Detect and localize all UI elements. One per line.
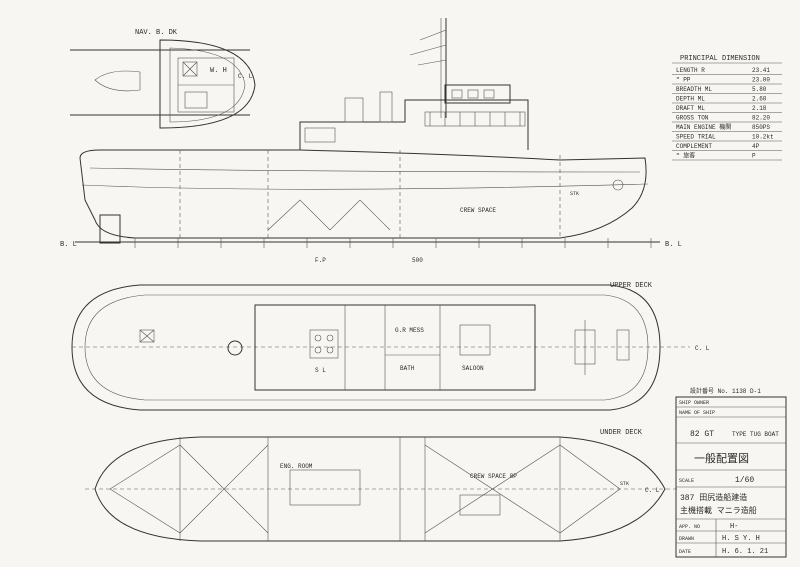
date-label: DATE bbox=[679, 549, 691, 555]
principal-row-label: BREADTH ML bbox=[676, 86, 712, 93]
approved-label: APP. NO bbox=[679, 524, 700, 530]
principal-heading: PRINCIPAL DIMENSION bbox=[680, 55, 760, 63]
profile-elevation: B. L B. L CREW SPACE STK F.P 500 bbox=[60, 18, 682, 264]
deckhouse-plan bbox=[254, 304, 536, 391]
sl-label: S L bbox=[315, 367, 326, 374]
under-deck-outline bbox=[94, 436, 666, 542]
eng-room-label: ENG. ROOM bbox=[280, 463, 313, 470]
principal-row-label: GROSS TON bbox=[676, 115, 709, 122]
wheelhouse bbox=[444, 84, 511, 104]
principal-row-value: 5.80 bbox=[752, 86, 767, 93]
upper-deck-plan: UPPER DECK C. L G.R MESS S L BATH SALOON bbox=[71, 282, 710, 411]
principal-row-value: 2.18 bbox=[752, 105, 767, 112]
title-block: SHIP OWNER NAME OF SHIP 82 GT TYPE TUG B… bbox=[675, 396, 787, 558]
drawing-title: 一般配置図 bbox=[694, 452, 749, 466]
type-value: 82 GT bbox=[690, 430, 714, 439]
principal-dimension-table: PRINCIPAL DIMENSION LENGTH R 23.41 " PP 23.… bbox=[672, 55, 782, 161]
principal-row-label: " PP bbox=[676, 77, 691, 84]
cl-label-under: C. L bbox=[645, 487, 660, 494]
principal-row-label: MAIN ENGINE 機関 bbox=[676, 123, 731, 131]
scale-value: 1/60 bbox=[735, 476, 754, 485]
stk-label: STK bbox=[570, 191, 579, 197]
scale-label: SCALE bbox=[679, 478, 694, 484]
fp-label: F.P bbox=[315, 257, 326, 264]
principal-row-value: 2.60 bbox=[752, 96, 767, 103]
cl-label-nav: C. L bbox=[238, 73, 253, 80]
principal-row-value: 23.00 bbox=[752, 77, 770, 84]
drawn-value: H. S Y. H bbox=[722, 535, 760, 543]
builder-line-2: 主機搭載 マニラ造船 bbox=[680, 505, 757, 516]
wheelhouse-label: W. H bbox=[210, 67, 227, 75]
principal-row-value: P bbox=[752, 153, 756, 160]
date-value: H. 6. 1. 21 bbox=[722, 548, 768, 556]
capstan bbox=[227, 340, 243, 356]
under-deck-plan: UNDER DECK C. L ENG. ROOM CREW SPACE 8P … bbox=[85, 429, 680, 542]
frame-500-label: 500 bbox=[412, 257, 423, 264]
hull-profile bbox=[79, 149, 647, 239]
nav-deck-label: NAV. B. DK bbox=[135, 29, 178, 37]
stk-label-under: STK bbox=[620, 481, 629, 487]
principal-row-value: 82.20 bbox=[752, 115, 770, 122]
drawing-number: 設計番号 No. 1138 D-1 bbox=[690, 387, 761, 395]
bl-label-left: B. L bbox=[60, 241, 77, 249]
principal-row-value: 850PS bbox=[752, 124, 770, 131]
principal-row-label: DEPTH ML bbox=[676, 96, 705, 103]
builder-line-1: 387 田尻造船建造 bbox=[680, 492, 747, 503]
type-label: TYPE TUG BOAT bbox=[732, 431, 779, 438]
principal-row-value: 23.41 bbox=[752, 67, 770, 74]
rudder bbox=[99, 214, 121, 244]
deckhouse bbox=[299, 99, 529, 150]
under-deck-label: UNDER DECK bbox=[600, 429, 643, 437]
ship-owner-label: SHIP OWNER bbox=[679, 400, 709, 406]
principal-row-label: LENGTH R bbox=[676, 67, 705, 74]
bl-label-right: B. L bbox=[665, 241, 682, 249]
name-of-ship-label: NAME OF SHIP bbox=[679, 410, 715, 416]
principal-row-value: 10.2kt bbox=[752, 134, 774, 141]
principal-row-label: DRAFT ML bbox=[676, 105, 705, 112]
approved-value: H- bbox=[730, 523, 738, 531]
nav-bridge-deck-detail: NAV. B. DK W. H C. L bbox=[70, 29, 256, 129]
bath-label: BATH bbox=[400, 365, 415, 372]
crew-space-label: CREW SPACE bbox=[460, 207, 496, 214]
principal-row-label: COMPLEMENT bbox=[676, 143, 712, 150]
upper-deck-outline bbox=[71, 284, 661, 411]
cl-label-upper: C. L bbox=[695, 345, 710, 352]
principal-row-label: " 旅客 bbox=[676, 152, 695, 160]
crew-space-8p-label: CREW SPACE 8P bbox=[470, 473, 517, 480]
principal-row-label: SPEED TRIAL bbox=[676, 134, 716, 141]
saloon-label: SALOON bbox=[462, 365, 484, 372]
drawn-label: DRAWN bbox=[679, 536, 694, 542]
principal-row-value: 4P bbox=[752, 143, 760, 150]
upper-deck-label: UPPER DECK bbox=[610, 282, 653, 290]
galley-mess-label: G.R MESS bbox=[395, 327, 424, 334]
